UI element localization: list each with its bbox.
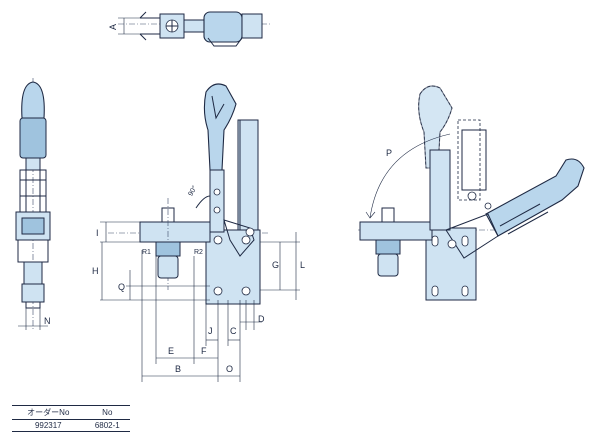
dim-label-g: G (272, 260, 279, 270)
dim-label-e: E (168, 346, 174, 356)
dim-label-b: B (175, 364, 181, 374)
dim-label-r2: R2 (194, 249, 203, 256)
dim-label-l: L (300, 260, 305, 270)
side-view: N (15, 78, 51, 330)
open-position-view: P (358, 85, 585, 301)
dim-label-a: A (108, 24, 118, 30)
dim-label-f: F (201, 346, 207, 356)
dim-label-r1: R1 (142, 249, 151, 256)
dim-label-h: H (92, 266, 99, 276)
dimension-lines (100, 221, 300, 382)
top-view: A (108, 11, 270, 47)
angle-label: 90° (187, 184, 199, 197)
table-header-order-no: オーダーNo (12, 405, 85, 420)
table-cell-order-no: 992317 (12, 419, 85, 432)
dim-label-p: P (386, 148, 392, 158)
dim-label-c: C (230, 326, 237, 336)
table-header-no: No (84, 405, 130, 420)
dim-label-d: D (258, 314, 265, 324)
dim-label-n: N (44, 316, 51, 326)
front-view: 90° R1 R2 (92, 83, 305, 382)
dim-label-o: O (226, 364, 233, 374)
table-row: 992317 6802-1 (12, 419, 130, 432)
dim-label-i: I (96, 228, 99, 238)
table-header-row: オーダーNo No (12, 405, 130, 420)
table-cell-no: 6802-1 (84, 419, 130, 432)
dim-label-j: J (208, 326, 213, 336)
order-number-table: オーダーNo No 992317 6802-1 (12, 405, 130, 432)
dim-label-q: Q (118, 282, 125, 292)
